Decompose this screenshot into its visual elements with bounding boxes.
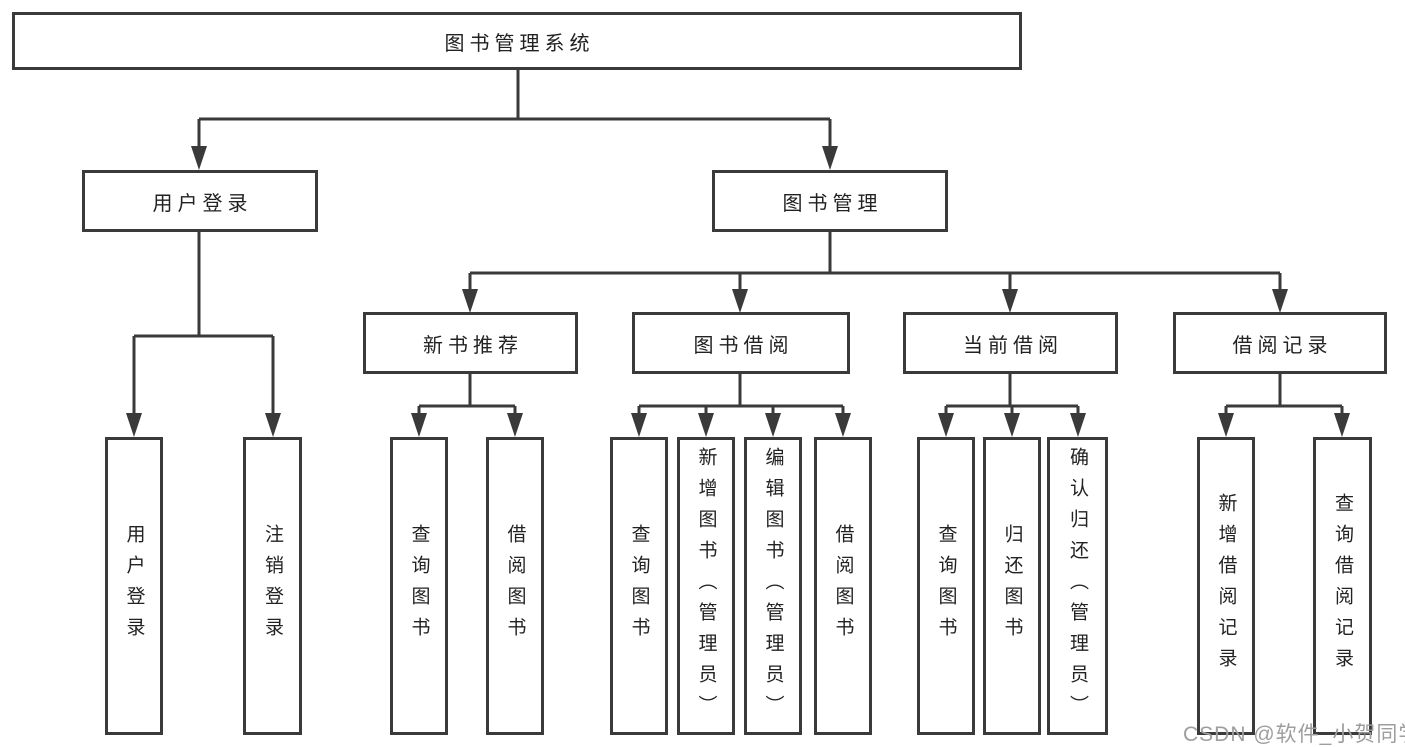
arrowhead-leaf-edit-book (765, 413, 781, 437)
node-label: 查询图书 (628, 524, 650, 648)
node-user-login: 用户登录 (82, 170, 318, 232)
node-label: 当前借阅 (963, 334, 1063, 357)
node-label: 注销登录 (262, 524, 283, 648)
connector-user-login-children (132, 232, 275, 416)
node-new-book-recommend: 新书推荐 (363, 312, 578, 374)
arrowhead-leaf-return-book (1004, 413, 1020, 437)
node-label: 用户登录 (123, 524, 145, 648)
arrowhead-leaf-query-record (1334, 413, 1350, 437)
arrowhead-leaf-add-record (1218, 413, 1234, 437)
leaf-add-borrow-record: 新增借阅记录 (1197, 437, 1255, 735)
node-borrow-records: 借阅记录 (1173, 312, 1387, 374)
leaf-borrow-book-newrec: 借阅图书 (486, 437, 544, 735)
leaf-edit-book-admin: 编辑图书（管理员） (744, 437, 802, 735)
node-label: 查询图书 (935, 524, 957, 648)
arrowhead-new-book-recommend (462, 289, 478, 313)
node-label: 图书借阅 (693, 334, 794, 357)
connector-borrow-records-children (1224, 374, 1344, 416)
arrowhead-leaf-borrow-book-2 (835, 413, 851, 437)
leaf-query-borrow-record: 查询借阅记录 (1313, 437, 1372, 735)
node-label: 借阅记录 (1232, 334, 1333, 357)
node-label: 查询借阅记录 (1332, 493, 1353, 679)
node-label: 归还图书 (1001, 524, 1023, 648)
leaf-user-login: 用户登录 (105, 437, 163, 735)
arrowhead-leaf-logout (265, 413, 281, 437)
arrowhead-leaf-confirm-return (1070, 413, 1086, 437)
node-label: 新增借阅记录 (1215, 493, 1237, 679)
node-label: 编辑图书（管理员） (762, 446, 784, 726)
arrowhead-leaf-query-book-2 (631, 413, 647, 437)
connector-root-to-level2 (197, 68, 832, 150)
node-label: 新增图书（管理员） (695, 446, 717, 726)
connector-new-book-recommend-children (417, 374, 517, 416)
leaf-query-book-current: 查询图书 (917, 437, 975, 735)
arrowhead-leaf-query-book-3 (938, 413, 954, 437)
arrowhead-leaf-borrow-book-1 (507, 413, 523, 437)
leaf-logout-login: 注销登录 (243, 437, 302, 735)
node-label: 图书管理系统 (444, 32, 595, 55)
csdn-watermark: CSDN @软件_小贺同学 (1183, 723, 1405, 746)
node-label: 查询图书 (408, 524, 430, 648)
node-label: 借阅图书 (504, 524, 526, 648)
leaf-return-book: 归还图书 (983, 437, 1041, 735)
node-label: 图书管理 (782, 192, 883, 215)
leaf-add-book-admin: 新增图书（管理员） (677, 437, 735, 735)
node-label: 用户登录 (152, 192, 253, 215)
node-label: 借阅图书 (832, 524, 854, 648)
arrowhead-leaf-add-book (698, 413, 714, 437)
node-label: 新书推荐 (423, 334, 523, 357)
connector-book-management-children (468, 232, 1282, 293)
node-book-management: 图书管理 (712, 170, 948, 232)
node-label: 确认归还（管理员） (1067, 446, 1088, 726)
node-root: 图书管理系统 (12, 12, 1022, 70)
arrowhead-leaf-query-book-1 (411, 413, 427, 437)
arrowhead-current-borrow (1002, 289, 1018, 313)
arrowhead-user-login (191, 146, 207, 170)
arrowhead-borrow-records (1272, 289, 1288, 313)
arrowhead-leaf-user-login (126, 413, 142, 437)
leaf-borrow-book-borrow: 借阅图书 (814, 437, 872, 735)
leaf-confirm-return-admin: 确认归还（管理员） (1047, 437, 1108, 735)
leaf-query-book-borrow: 查询图书 (610, 437, 668, 735)
connector-book-borrow-children (637, 374, 845, 416)
connector-current-borrow-children (944, 374, 1080, 416)
arrowhead-book-management (822, 146, 838, 170)
arrowhead-book-borrow (732, 289, 748, 313)
leaf-query-book-newrec: 查询图书 (390, 437, 448, 735)
node-book-borrow: 图书借阅 (632, 312, 850, 374)
node-current-borrow: 当前借阅 (903, 312, 1118, 374)
